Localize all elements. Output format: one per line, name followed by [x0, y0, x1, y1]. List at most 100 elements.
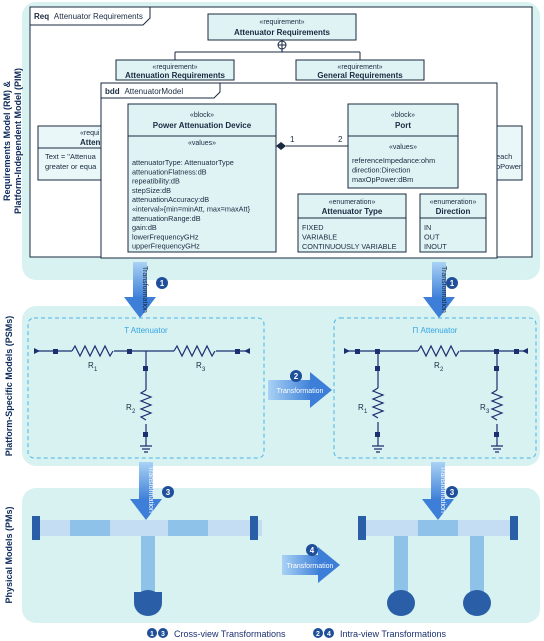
pm-panel: [22, 488, 540, 623]
pad-values-list: attenuatorType: AttenuatorTypeattenuatio…: [132, 158, 251, 251]
pi-attenuator-model[interactable]: Π Attenuator R 2 R 1 R 3: [333, 317, 537, 459]
svg-text:«enumeration»: «enumeration»: [329, 199, 376, 206]
svg-text:Platform-Independent Model (PI: Platform-Independent Model (PIM): [13, 68, 23, 214]
block-port[interactable]: «block» Port «values» referenceImpedance…: [347, 103, 459, 189]
svg-text:2: 2: [440, 367, 444, 373]
pi-r1-resistor: [371, 387, 385, 419]
svg-text:R: R: [88, 361, 94, 370]
legend-cross-view: 1 3 Cross-view Transformations: [147, 628, 286, 639]
req-attenuation-requirements[interactable]: «requirement» Attenuation Requirements: [115, 59, 235, 81]
bdd-frame-label: bdd AttenuatorModel: [105, 87, 183, 96]
req-frame-label: Req Attenuator Requirements: [34, 12, 143, 21]
legend: 1 3 Cross-view Transformations 2 4 Intra…: [147, 628, 447, 639]
svg-text:Transformation: Transformation: [147, 466, 154, 513]
pi-r2-resistor: [417, 344, 460, 358]
svg-text:«requi: «requi: [80, 130, 100, 137]
svg-text:Physical Models (PMs): Physical Models (PMs): [4, 506, 14, 603]
multiplicity-left: 1: [290, 135, 295, 144]
svg-text:1: 1: [450, 279, 455, 288]
containment-connector: [174, 40, 361, 60]
svg-text:3: 3: [166, 488, 171, 497]
t-r2-resistor: [139, 389, 153, 421]
pi-r3-resistor: [490, 389, 504, 421]
req-general-requirements[interactable]: «requirement» General Requirements: [295, 59, 425, 81]
svg-text:4: 4: [310, 546, 315, 555]
legend-intra-view: 2 4 Intra-view Transformations: [313, 628, 447, 639]
svg-text:Transformation: Transformation: [277, 388, 324, 395]
svg-text:1: 1: [160, 279, 165, 288]
svg-text:3: 3: [202, 367, 206, 373]
svg-text:4: 4: [327, 631, 331, 638]
arrow-transformation-2: Transformation 2: [268, 370, 332, 408]
svg-text:Transformation: Transformation: [141, 266, 148, 313]
arrow-transformation-1-right: Transformation 1: [423, 262, 458, 318]
pad-value-item: stepSize:dB: [132, 186, 171, 195]
port-value-item: direction:Direction: [352, 166, 410, 175]
svg-text:Text = "Attenua: Text = "Attenua: [45, 152, 97, 161]
svg-text:R: R: [126, 403, 132, 412]
svg-text:«block»: «block»: [190, 112, 214, 119]
t-r3-resistor: [173, 344, 216, 358]
enum-literal-item: CONTINUOUSLY VARIABLE: [302, 242, 397, 251]
physical-model-pi[interactable]: [358, 516, 518, 616]
port-value-item: referenceImpedance:ohm: [352, 156, 435, 165]
enum-attenuator-type[interactable]: «enumeration» Attenuator Type FIXEDVARIA…: [297, 193, 407, 253]
side-label-psm: Platform-Specific Models (PSMs): [4, 316, 14, 457]
svg-text:each: each: [496, 152, 512, 161]
svg-text:R: R: [358, 403, 364, 412]
multiplicity-right: 2: [338, 135, 343, 144]
side-label-requirements: Requirements Model (RM) & Platform-Indep…: [2, 68, 23, 214]
svg-text:Attenuator Requirements: Attenuator Requirements: [234, 28, 331, 37]
port-values-list: referenceImpedance:ohmdirection:Directio…: [352, 156, 435, 184]
svg-text:3: 3: [450, 488, 455, 497]
svg-text:2: 2: [132, 409, 136, 415]
arrow-transformation-1-left: Transformation 1: [124, 262, 168, 318]
svg-text:«requirement»: «requirement»: [152, 64, 197, 71]
enum-literal-item: IN: [424, 223, 431, 232]
enum-literal-item: FIXED: [302, 223, 324, 232]
req-attenuator-requirements[interactable]: «requirement» Attenuator Requirements: [207, 13, 357, 41]
svg-text:«values»: «values»: [389, 144, 417, 151]
t-r1-resistor: [71, 344, 114, 358]
svg-text:Cross-view Transformations: Cross-view Transformations: [174, 629, 286, 639]
physical-model-t[interactable]: [32, 516, 262, 616]
port-value-item: maxOpPower:dBm: [352, 175, 413, 184]
enum-literal-item: OUT: [424, 233, 440, 242]
svg-text:Transformation: Transformation: [287, 563, 334, 570]
svg-text:Attenuator Type: Attenuator Type: [322, 207, 383, 216]
pad-value-item: gain:dB: [132, 223, 157, 232]
svg-text:Requirements Model (RM) &: Requirements Model (RM) &: [2, 81, 12, 202]
svg-text:Port: Port: [395, 121, 411, 130]
pad-value-item: attenuationFlatness:dB: [132, 167, 207, 176]
t-attenuator-model[interactable]: T Attenuator R 1 R 3 R 2: [27, 317, 265, 459]
svg-text:greater or equa: greater or equa: [45, 162, 97, 171]
svg-text:Atten: Atten: [80, 138, 101, 147]
arrow-transformation-4: Transformation 4: [282, 544, 340, 583]
svg-text:2: 2: [294, 372, 299, 381]
pad-value-item: attenuationAccuracy:dB: [132, 195, 209, 204]
enum-literal-item: INOUT: [424, 242, 447, 251]
arrow-transformation-3-left: Transformation 3: [130, 462, 174, 520]
side-label-pm: Physical Models (PMs): [4, 506, 14, 603]
pad-value-item: attenuatorType: AttenuatorType: [132, 158, 234, 167]
svg-text:Power Attenuation Device: Power Attenuation Device: [153, 121, 252, 130]
svg-text:«requirement»: «requirement»: [337, 64, 382, 71]
svg-text:2: 2: [316, 631, 320, 638]
svg-text:1: 1: [94, 367, 98, 373]
svg-text:3: 3: [486, 409, 490, 415]
block-power-attenuation-device[interactable]: «block» Power Attenuation Device «values…: [127, 103, 277, 253]
svg-text:R: R: [196, 361, 202, 370]
svg-text:Platform-Specific Models (PSMs: Platform-Specific Models (PSMs): [4, 316, 14, 457]
svg-text:R: R: [480, 403, 486, 412]
svg-text:Transformation: Transformation: [440, 266, 447, 313]
pad-value-item: attenuationRange:dB: [132, 214, 201, 223]
pad-value-item: repeatibility:dB: [132, 177, 180, 186]
svg-text:Intra-view Transformations: Intra-view Transformations: [340, 629, 447, 639]
enum-literal-item: VARIABLE: [302, 233, 337, 242]
svg-text:1: 1: [364, 409, 368, 415]
